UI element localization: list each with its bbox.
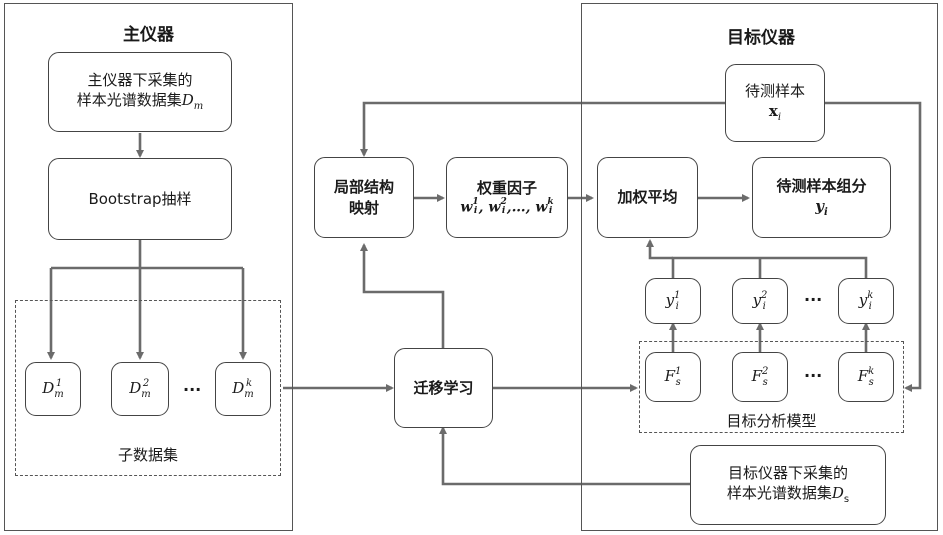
component-line1: 待测样本组分: [776, 176, 866, 196]
models-ellipsis: ···: [804, 366, 822, 385]
local-mapping-box: 局部结构 映射: [314, 157, 414, 238]
model-1-box: F1s: [645, 352, 701, 402]
weights-title: 权重因子: [477, 178, 537, 198]
main-instrument-title: 主仪器: [4, 20, 293, 45]
test-sample-box: 待测样本 xi: [725, 64, 825, 142]
weighted-average-label: 加权平均: [617, 187, 677, 207]
target-models-label: 目标分析模型: [639, 410, 904, 431]
target-dataset-line2: 样本光谱数据集: [727, 484, 832, 502]
test-sample-line1: 待测样本: [745, 81, 805, 101]
prediction-2-box: y2i: [732, 278, 788, 324]
arrow-transfer-to-mapping: [364, 245, 443, 348]
prediction-1-box: y1i: [645, 278, 701, 324]
main-dataset-line1: 主仪器下采集的: [87, 70, 192, 90]
subsets-label: 子数据集: [15, 444, 281, 465]
main-dataset-line2: 样本光谱数据集: [77, 91, 182, 109]
bootstrap-box: Bootstrap抽样: [48, 158, 232, 240]
predictions-ellipsis: ···: [804, 290, 822, 309]
target-dataset-line1: 目标仪器下采集的: [728, 463, 848, 483]
prediction-k-box: yki: [838, 278, 894, 324]
transfer-learning-box: 迁移学习: [394, 348, 493, 428]
component-box: 待测样本组分 yi: [752, 157, 891, 238]
model-k-box: Fks: [838, 352, 894, 402]
bootstrap-label: Bootstrap抽样: [88, 189, 191, 209]
weights-formula: w1i, w2i,…, wki: [460, 198, 553, 217]
local-mapping-line1: 局部结构: [334, 177, 394, 197]
model-2-box: F2s: [732, 352, 788, 402]
target-dataset-box: 目标仪器下采集的 样本光谱数据集Ds: [690, 445, 886, 525]
transfer-learning-label: 迁移学习: [413, 378, 473, 398]
local-mapping-line2: 映射: [349, 198, 379, 218]
weights-box: 权重因子 w1i, w2i,…, wki: [446, 157, 568, 238]
weighted-average-box: 加权平均: [597, 157, 698, 238]
main-dataset-box: 主仪器下采集的 样本光谱数据集Dm: [48, 52, 232, 132]
subset-2-box: D2m: [111, 362, 169, 416]
subset-k-box: Dkm: [215, 362, 271, 416]
subsets-ellipsis: ···: [183, 380, 201, 399]
target-instrument-title: 目标仪器: [676, 23, 846, 48]
subset-1-box: D1m: [25, 362, 81, 416]
